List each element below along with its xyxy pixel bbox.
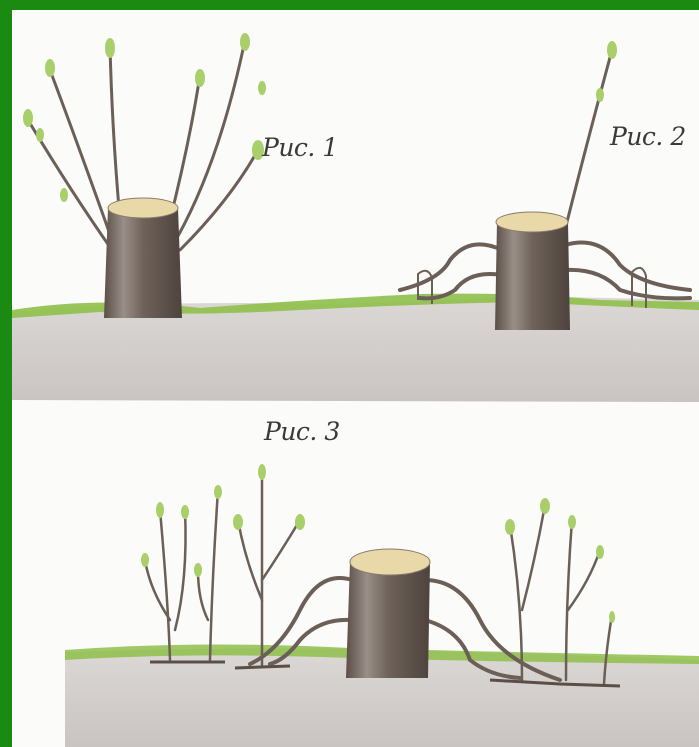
figure-1-caption: Рис. 1 [262, 133, 338, 162]
illustration-svg [12, 10, 699, 747]
figure-1-stump-shoots [23, 33, 266, 318]
figure-2-stump-layering [400, 41, 690, 330]
figure-3-caption: Рис. 3 [264, 417, 340, 446]
illustration-panel: Рис. 1 Рис. 2 Рис. 3 [12, 10, 699, 747]
figure-2-caption: Рис. 2 [610, 122, 686, 151]
